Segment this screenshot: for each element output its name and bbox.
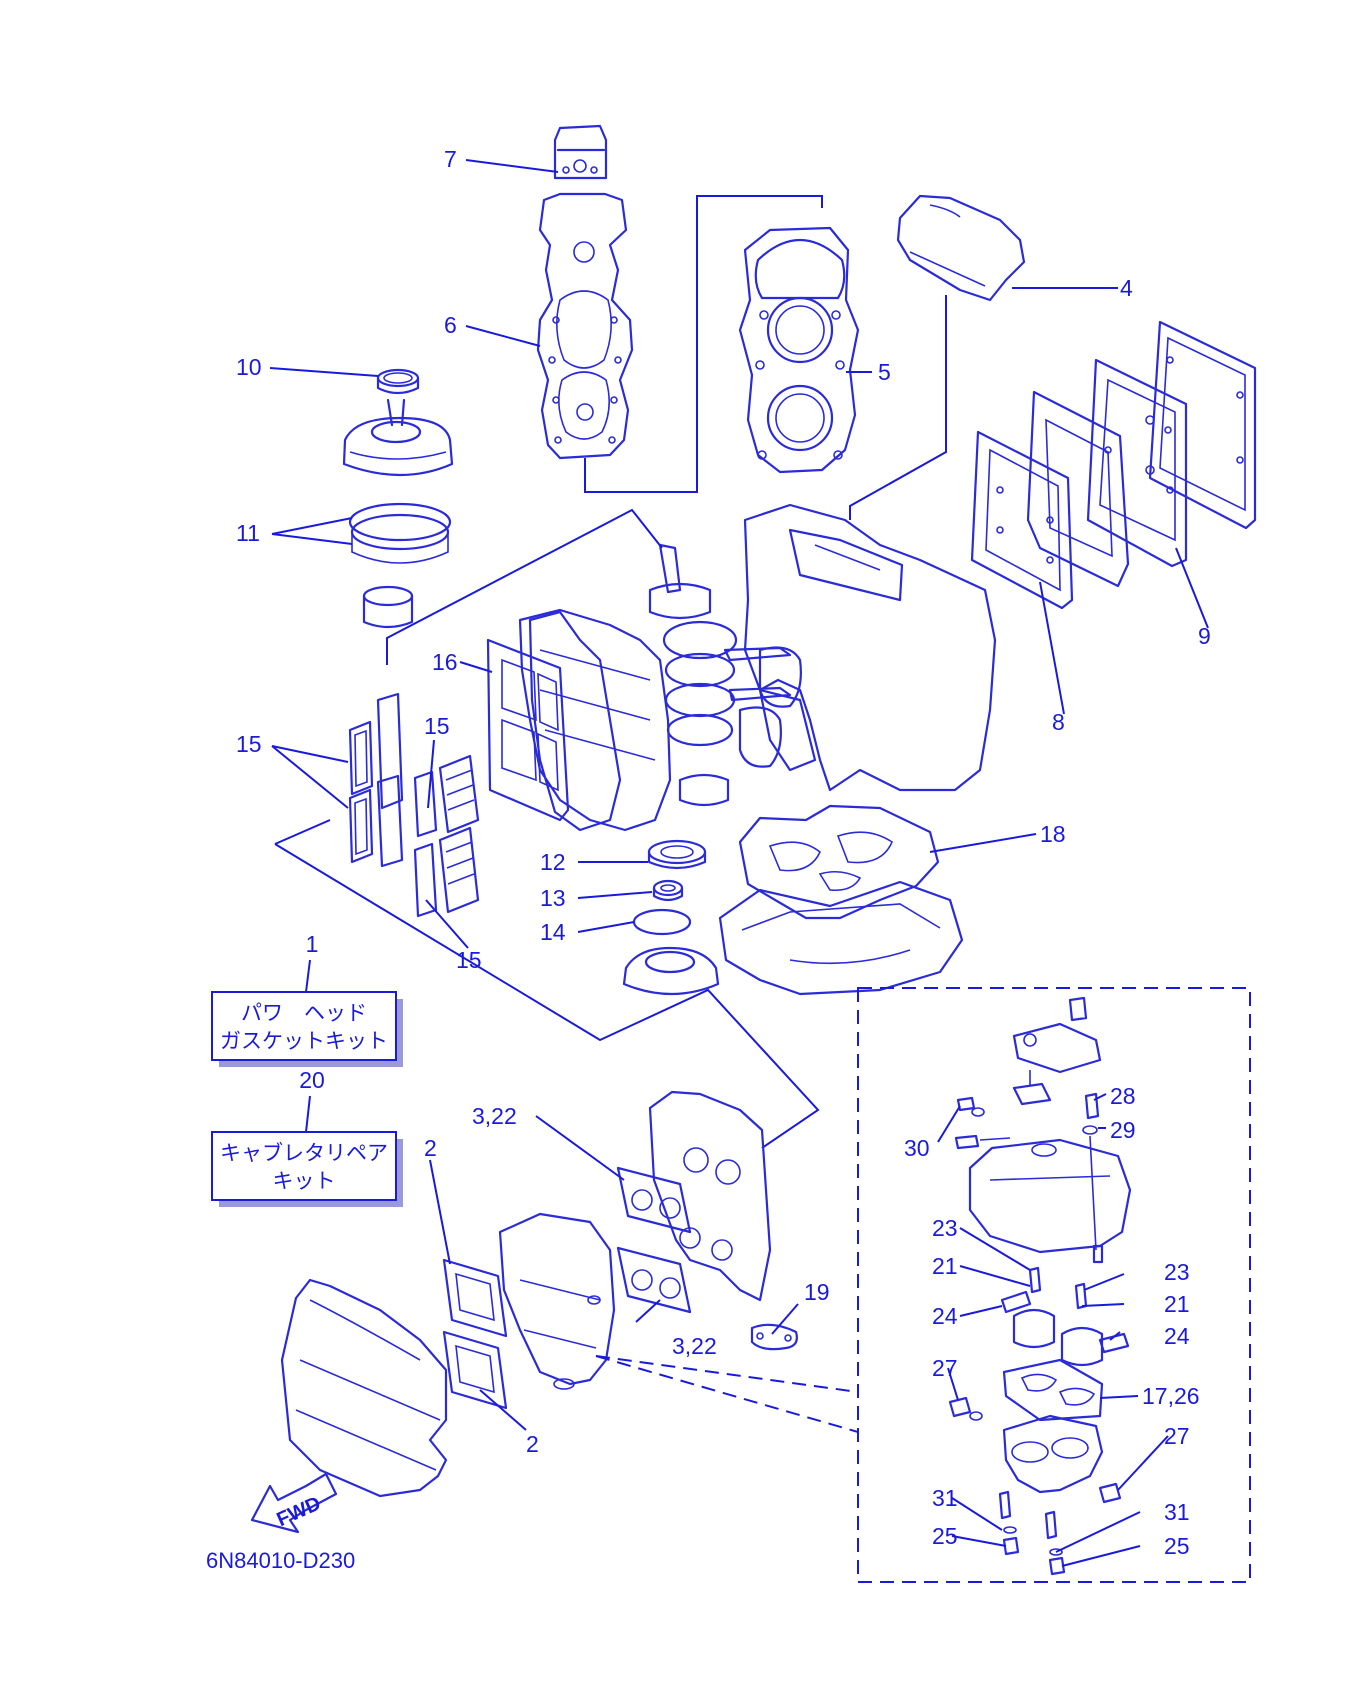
crankcase [518,608,672,832]
callout-15-bottom: 15 [456,947,482,973]
silencer-gasket-top [442,1258,508,1338]
pilot-screws [954,1096,1011,1150]
callout-21-right: 21 [1164,1291,1190,1317]
float-needles [1028,1266,1088,1310]
manifold-gasket [970,430,1074,610]
callout-24-right: 24 [1164,1323,1190,1349]
kit-1-line1: パワ ヘッド [241,1001,367,1025]
reed-valve-assemblies [438,754,480,914]
callout-3-22-top: 3,22 [472,1103,517,1129]
callout-24-left: 24 [932,1303,958,1329]
carburetor-body [498,1212,616,1390]
oil-seal-top [376,368,420,395]
kit-20-line1: キャブレタリペア [220,1141,388,1165]
callout-25-left: 25 [932,1523,958,1549]
callout-30: 30 [904,1135,930,1161]
callout-12: 12 [540,849,566,875]
callout-27-left: 27 [932,1355,958,1381]
fuel-inlet-fitting [1012,996,1102,1074]
kit-20-line2: キット [273,1169,336,1193]
kit-box-1: パワ ヘッド ガスケットキット [211,991,403,1067]
callout-11: 11 [236,520,260,546]
intake-manifold-gasket [486,638,570,822]
callout-23-left: 23 [932,1215,958,1241]
callout-28: 28 [1110,1083,1136,1109]
callout-31-left: 31 [932,1485,958,1511]
crankshaft [648,543,802,807]
lower-casing [718,880,964,996]
o-ring-14 [632,908,692,936]
kit-box-20: キャブレタリペア キット [211,1131,403,1207]
callout-17-26: 17,26 [1142,1383,1200,1409]
jet-needle-assembly [1082,1092,1104,1264]
carburetor-top-plate [1012,1070,1052,1106]
carburetor-float-chamber [968,1138,1132,1254]
exhaust-cover [896,194,1026,302]
o-rings [348,502,452,564]
callout-16: 16 [432,649,458,675]
callout-9: 9 [1198,623,1211,649]
intake-manifold [648,1090,772,1302]
callout-27-right: 27 [1164,1423,1190,1449]
crankcase-seal-12 [647,839,707,870]
cylinder-head-gasket [738,226,860,474]
callout-8: 8 [1052,709,1065,735]
kit-1-number: 1 [306,931,319,957]
silencer-gasket-bottom [442,1330,508,1410]
carburetor-gasket-upper [616,1166,692,1234]
callout-18: 18 [1040,821,1066,847]
carburetor-detail-frame [857,987,1251,1583]
lower-bearing-housing [622,946,720,996]
callout-14: 14 [540,919,566,945]
callout-15-left: 15 [236,731,262,757]
callout-numbers: 7 6 10 11 5 4 9 8 16 15 15 15 12 13 14 1… [236,146,1211,1559]
base-gasket [738,804,940,920]
callout-25-right: 25 [1164,1533,1190,1559]
main-jets [998,1490,1066,1576]
callout-4: 4 [1120,275,1133,301]
forward-arrow: FWD [250,1472,338,1534]
bushing [362,585,414,629]
outer-cover-gasket [1148,320,1257,530]
callout-13: 13 [540,885,566,911]
float-chamber-gasket [1002,1358,1104,1422]
callout-19: 19 [804,1279,830,1305]
crankcase-left-half [528,610,622,832]
inner-cover-gasket [1086,358,1188,568]
callout-7: 7 [444,146,457,172]
callout-2-bottom: 2 [526,1431,539,1457]
float-pins [1000,1290,1130,1354]
intake-silencer [280,1278,448,1498]
exhaust-inner-cover [1026,390,1130,588]
fuel-line-gasket [750,1323,798,1351]
upper-bearing-housing [342,398,454,477]
callout-10: 10 [236,354,262,380]
cylinder-block [743,503,997,792]
callout-2-top: 2 [424,1135,437,1161]
callout-15-top: 15 [424,713,450,739]
callout-3-22-bottom: 3,22 [672,1333,717,1359]
cylinder-head-cover [553,124,608,180]
callout-6: 6 [444,312,457,338]
drawing-code: 6N84010-D230 [206,1548,355,1573]
callout-21-left: 21 [932,1253,958,1279]
float-bowl [1002,1414,1104,1494]
kit-20-number: 20 [299,1067,325,1093]
callout-29: 29 [1110,1117,1136,1143]
head-cover-gasket [536,192,634,460]
leader-lines [269,159,1209,1567]
crankcase-seal-13 [652,879,684,902]
callout-31-right: 31 [1164,1499,1190,1525]
kit-1-line2: ガスケットキット [220,1029,388,1053]
callout-23-right: 23 [1164,1259,1190,1285]
callout-5: 5 [878,359,891,385]
floats [1012,1308,1104,1367]
carburetor-gasket-lower [616,1246,692,1314]
drain-screws [948,1396,1122,1504]
reed-valve-gaskets [348,692,438,918]
